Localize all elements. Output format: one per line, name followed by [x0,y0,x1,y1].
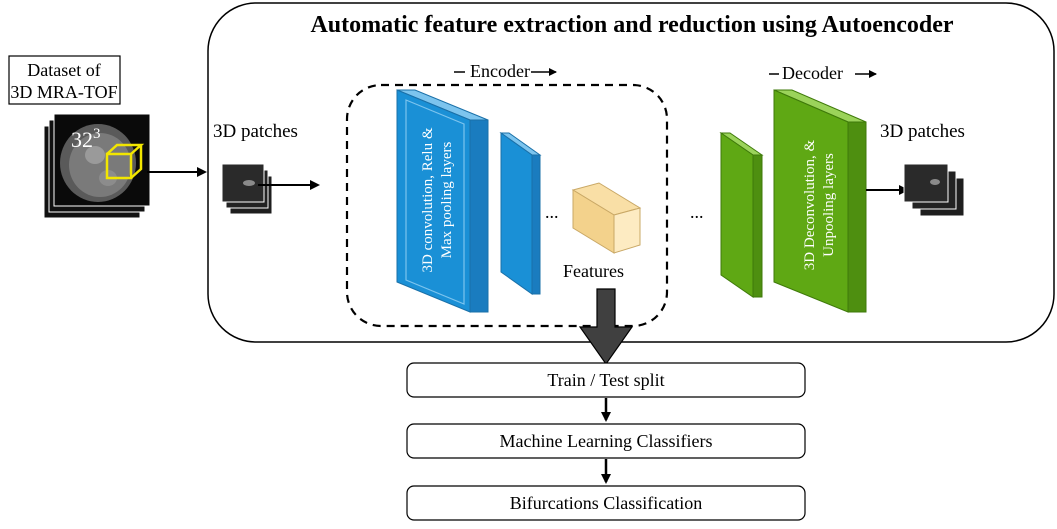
dataset-label-line1: Dataset of [27,60,100,80]
output-patches-image [903,163,965,217]
decoder-label-group: Decoder [769,63,877,83]
output-patches-label: 3D patches [880,121,965,142]
bifurcations-box [406,485,806,521]
decoder-label: Decoder [782,63,843,83]
diagram-title: Automatic feature extraction and reducti… [310,12,953,38]
dataset-label-line2: 3D MRA-TOF [10,82,117,102]
encoder-block-label-line1: 3D convolution, Relu & [420,127,436,272]
features-label: Features [563,261,624,281]
encoder-ellipsis: ... [545,202,559,222]
encoder-block-label-line2: Max pooling layers [439,142,455,259]
encoder-label: Encoder [470,61,530,81]
step-ml-classifiers: Machine Learning Classifiers [500,431,713,451]
decoder-small-block [719,132,764,298]
mri-slice-stack-image [43,113,151,219]
patch-size-label: 323 [71,126,101,152]
input-patches-image [221,163,273,215]
train-test-split-box [406,362,806,398]
encoder-conv-block [396,89,489,313]
input-patches-label: 3D patches [213,121,298,142]
decoder-block-label-line1: 3D Deconvolution, & [802,139,818,270]
encoder-label-group: Encoder [454,61,557,81]
classifiers-box [406,423,806,459]
step-bifurcations-classification: Bifurcations Classification [510,493,702,513]
decoder-ellipsis: ... [690,202,704,222]
features-cube [571,182,642,254]
step-train-test-split: Train / Test split [547,370,664,390]
encoder-small-block [499,132,542,295]
decoder-deconv-block [773,89,867,313]
encoder-dashed-region [345,83,669,328]
decoder-block-label-line2: Unpooling layers [821,153,837,257]
arrow-features-to-split [578,288,634,366]
dataset-box [8,55,121,105]
